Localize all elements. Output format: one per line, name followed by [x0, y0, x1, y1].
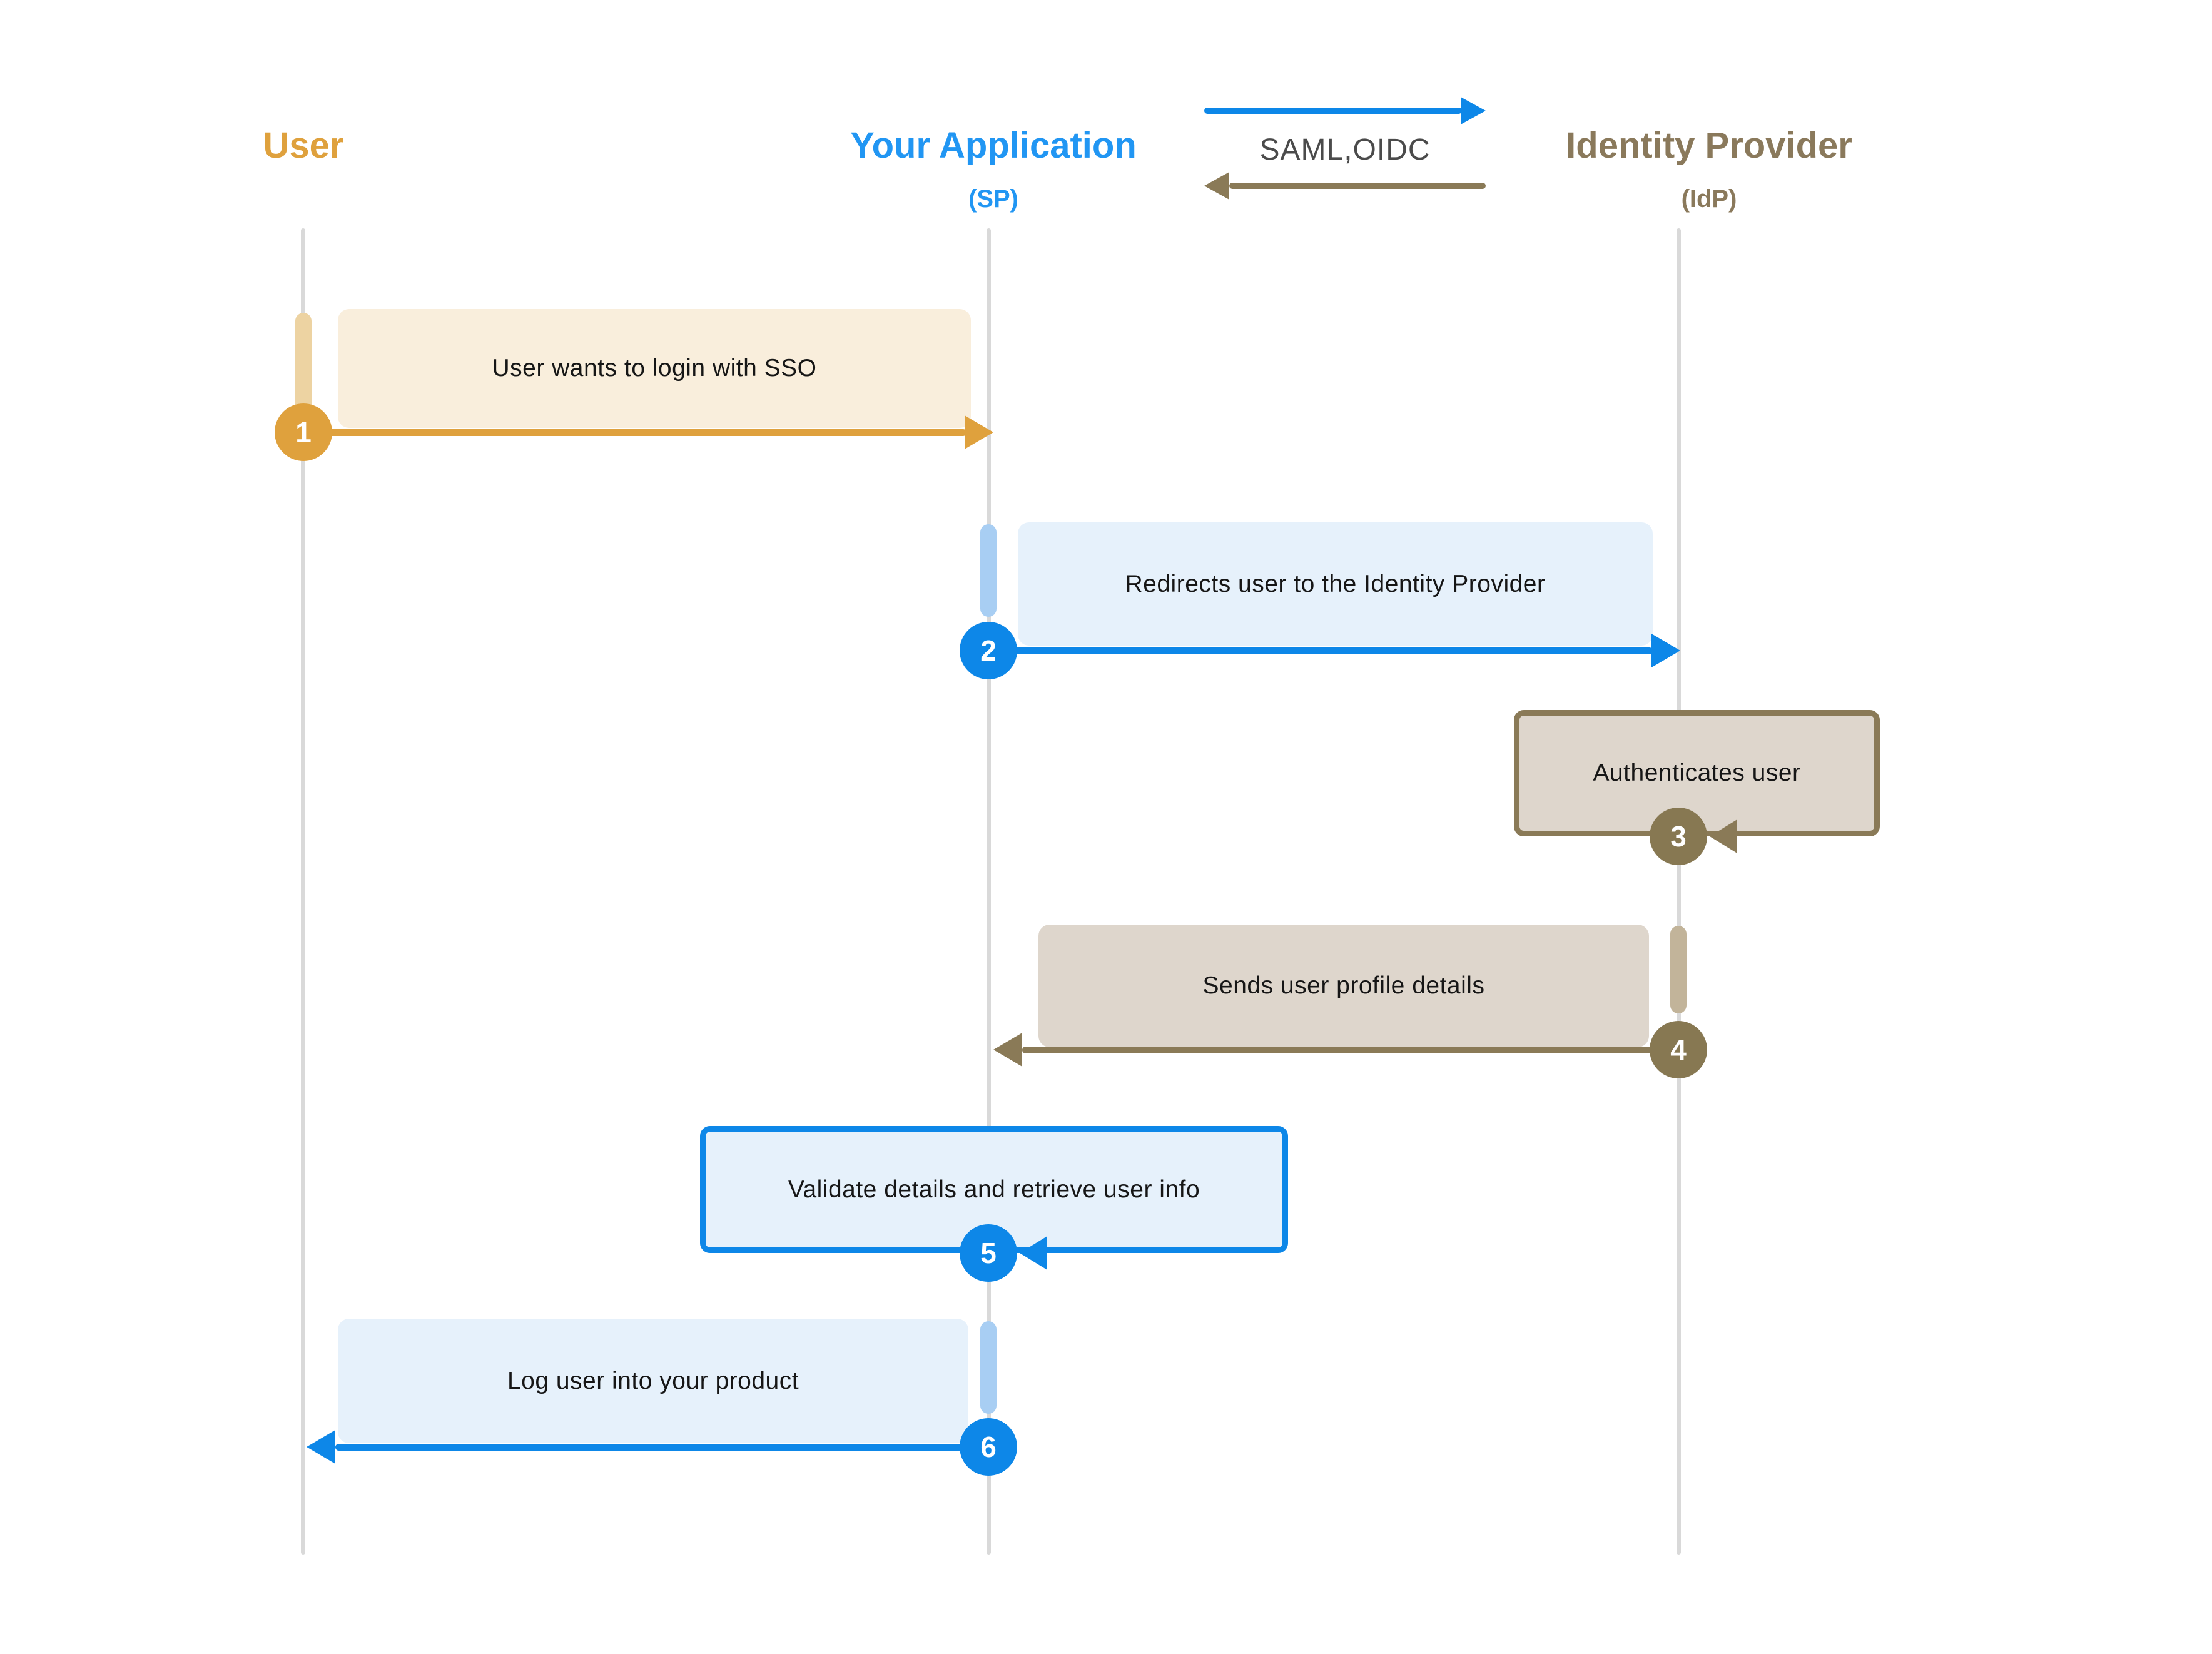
step2-message-label: Redirects user to the Identity Provider: [1125, 570, 1546, 597]
step6-number-badge: 6: [960, 1418, 1017, 1476]
step6-arrowhead-icon: [307, 1430, 335, 1464]
step1-arrowhead-icon: [965, 415, 993, 449]
step2-message-box: Redirects user to the Identity Provider: [1018, 522, 1653, 646]
step4-arrow-shaft: [1022, 1047, 1678, 1053]
step6-activation-bar: [980, 1321, 997, 1414]
step5-number: 5: [980, 1237, 997, 1269]
step1-message-box: User wants to login with SSO: [338, 309, 971, 428]
protocol-label: SAML,OIDC: [1259, 133, 1431, 166]
step4-number: 4: [1670, 1033, 1687, 1066]
actor-idp-title: Identity Provider: [1566, 125, 1852, 166]
step3-arrowhead-icon: [1710, 819, 1737, 853]
step4-message-box: Sends user profile details: [1038, 925, 1649, 1047]
step6-number: 6: [980, 1431, 997, 1463]
lifeline-idp: [1677, 228, 1681, 1555]
step3-number-badge: 3: [1650, 808, 1707, 865]
step1-number: 1: [295, 416, 312, 449]
step1-activation-bar: [295, 313, 312, 419]
step1-message-label: User wants to login with SSO: [492, 355, 817, 382]
protocol-arrow-right-icon: [1461, 97, 1486, 124]
step6-arrow-shaft: [335, 1444, 988, 1451]
lifeline-user: [301, 228, 305, 1555]
step4-number-badge: 4: [1650, 1021, 1707, 1078]
step2-arrow-shaft: [988, 647, 1653, 654]
step1-arrow-shaft: [303, 429, 966, 436]
step3-number: 3: [1670, 820, 1687, 853]
protocol-arrow-right-shaft: [1204, 108, 1462, 114]
step2-arrowhead-icon: [1651, 634, 1680, 667]
step2-activation-bar: [980, 524, 997, 617]
step2-number: 2: [980, 634, 997, 667]
step1-number-badge: 1: [275, 403, 332, 461]
step4-message-label: Sends user profile details: [1202, 972, 1485, 999]
step4-arrowhead-icon: [993, 1033, 1022, 1067]
actor-app-title: Your Application: [850, 125, 1137, 166]
step2-number-badge: 2: [960, 622, 1017, 679]
actor-idp-subtitle: (IdP): [1681, 185, 1737, 213]
step5-number-badge: 5: [960, 1224, 1017, 1282]
step6-message-label: Log user into your product: [507, 1367, 799, 1394]
step3-message-label: Authenticates user: [1593, 759, 1801, 786]
protocol-arrow-left-icon: [1204, 172, 1229, 200]
step5-arrowhead-icon: [1020, 1236, 1047, 1270]
step4-activation-bar: [1670, 926, 1687, 1013]
protocol-arrow-left-shaft: [1229, 183, 1486, 189]
step5-message-label: Validate details and retrieve user info: [788, 1175, 1200, 1203]
lifeline-app: [987, 228, 991, 1555]
actor-user-title: User: [263, 125, 344, 166]
actor-app-subtitle: (SP): [968, 185, 1018, 213]
step6-message-box: Log user into your product: [338, 1319, 968, 1443]
